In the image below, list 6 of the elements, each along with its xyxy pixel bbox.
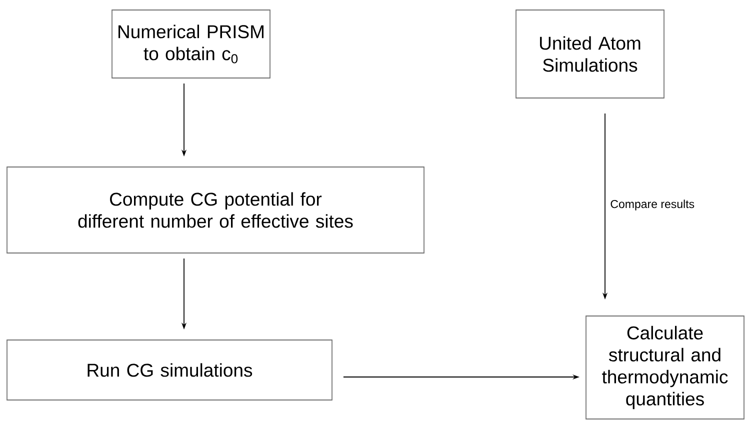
process-box: Run CG simulations: [6, 340, 332, 400]
process-box: Calculate structural and thermodynamic quantities: [586, 316, 744, 420]
process-box: Compute CG potential for different number of effective sites: [6, 166, 424, 254]
edge-label: Compare results: [610, 200, 694, 210]
process-box: Numerical PRISM to obtain c$_{0}$: [112, 10, 270, 78]
process-box: United Atom Simulations: [516, 10, 664, 98]
